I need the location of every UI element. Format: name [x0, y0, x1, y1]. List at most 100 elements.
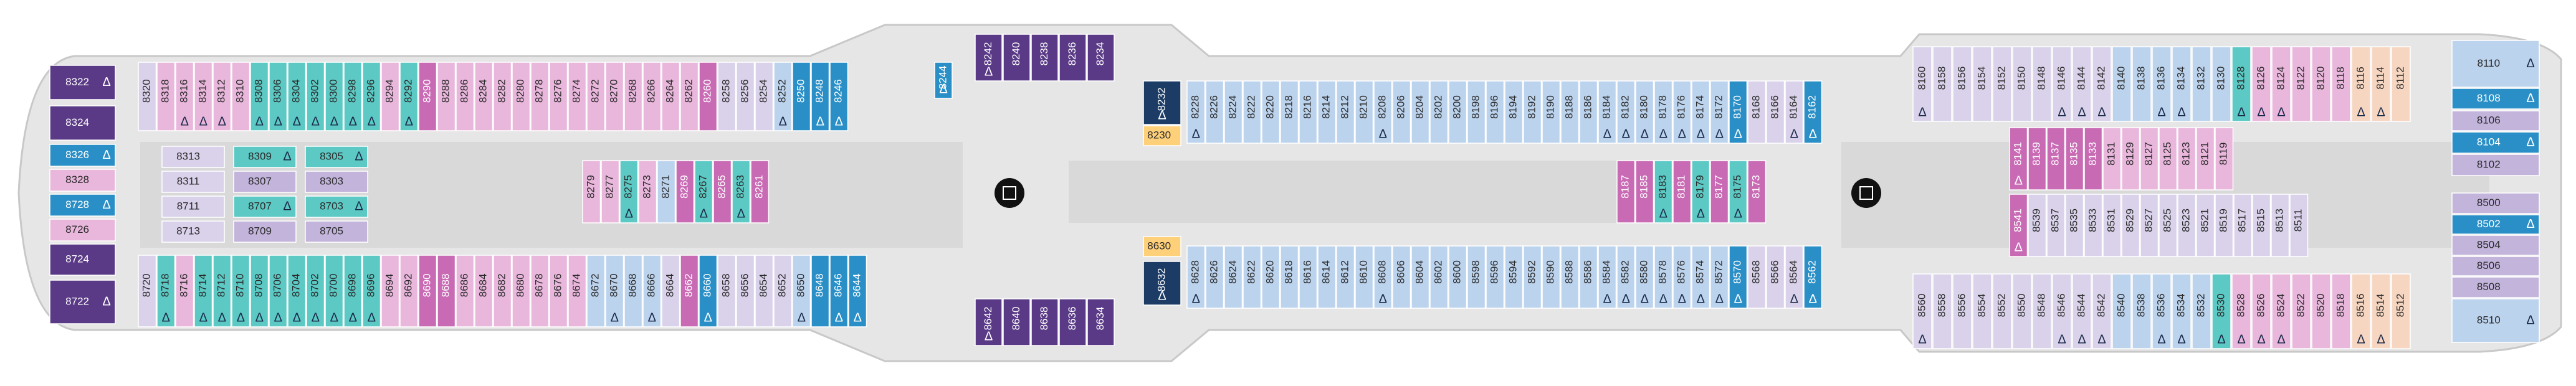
- cabin-8254[interactable]: 8254: [755, 62, 774, 131]
- cabin-8127[interactable]: 8127: [2140, 127, 2159, 191]
- cabin-8279[interactable]: 8279: [582, 160, 601, 224]
- cabin-8277[interactable]: 8277: [601, 160, 620, 224]
- cabin-8531[interactable]: 8531: [2102, 194, 2122, 257]
- cabin-8684[interactable]: 8684: [474, 255, 494, 327]
- cabin-8688[interactable]: 8688: [437, 255, 456, 327]
- cabin-8266[interactable]: 8266: [642, 62, 662, 131]
- cabin-8668[interactable]: 8668: [624, 255, 643, 327]
- cabin-8726[interactable]: 8726: [49, 219, 116, 242]
- cabin-8154[interactable]: 8154: [1972, 46, 1992, 122]
- cabin-8202[interactable]: 8202: [1429, 80, 1449, 144]
- cabin-8265[interactable]: 8265: [713, 160, 732, 224]
- cabin-8527[interactable]: 8527: [2140, 194, 2159, 257]
- cabin-8636[interactable]: 8636: [1059, 298, 1087, 346]
- cabin-8600[interactable]: 8600: [1448, 245, 1467, 309]
- cabin-8224[interactable]: 8224: [1224, 80, 1243, 144]
- cabin-8630[interactable]: 8630: [1143, 236, 1181, 257]
- cabin-8137[interactable]: 8137: [2046, 127, 2066, 191]
- cabin-8230[interactable]: 8230: [1143, 125, 1181, 146]
- cabin-8586[interactable]: 8586: [1579, 245, 1598, 309]
- cabin-8525[interactable]: 8525: [2159, 194, 2178, 257]
- cabin-8548[interactable]: 8548: [2032, 273, 2052, 349]
- cabin-8122[interactable]: 8122: [2291, 46, 2311, 122]
- cabin-8156[interactable]: 8156: [1952, 46, 1972, 122]
- cabin-8187[interactable]: 8187: [1616, 160, 1636, 224]
- cabin-8664[interactable]: 8664: [661, 255, 680, 327]
- cabin-8261[interactable]: 8261: [750, 160, 770, 224]
- cabin-8656[interactable]: 8656: [736, 255, 755, 327]
- cabin-8550[interactable]: 8550: [2012, 273, 2032, 349]
- cabin-8274[interactable]: 8274: [568, 62, 587, 131]
- cabin-8602[interactable]: 8602: [1429, 245, 1449, 309]
- cabin-8515[interactable]: 8515: [2252, 194, 2271, 257]
- cabin-8204[interactable]: 8204: [1411, 80, 1430, 144]
- cabin-8626[interactable]: 8626: [1205, 245, 1224, 309]
- cabin-8588[interactable]: 8588: [1560, 245, 1580, 309]
- cabin-8521[interactable]: 8521: [2196, 194, 2215, 257]
- cabin-8139[interactable]: 8139: [2028, 127, 2047, 191]
- cabin-8240[interactable]: 8240: [1003, 34, 1031, 82]
- cabin-8148[interactable]: 8148: [2032, 46, 2052, 122]
- cabin-8256[interactable]: 8256: [736, 62, 755, 131]
- cabin-8556[interactable]: 8556: [1952, 273, 1972, 349]
- cabin-8511[interactable]: 8511: [2289, 194, 2309, 257]
- cabin-8123[interactable]: 8123: [2177, 127, 2197, 191]
- cabin-8540[interactable]: 8540: [2112, 273, 2132, 349]
- cabin-8269[interactable]: 8269: [675, 160, 695, 224]
- cabin-8672[interactable]: 8672: [586, 255, 606, 327]
- cabin-8682[interactable]: 8682: [493, 255, 512, 327]
- cabin-8118[interactable]: 8118: [2331, 46, 2351, 122]
- cabin-8513[interactable]: 8513: [2271, 194, 2290, 257]
- cabin-8264[interactable]: 8264: [661, 62, 680, 131]
- cabin-8198[interactable]: 8198: [1467, 80, 1486, 144]
- cabin-8185[interactable]: 8185: [1635, 160, 1654, 224]
- cabin-8676[interactable]: 8676: [549, 255, 568, 327]
- cabin-8260[interactable]: 8260: [699, 62, 718, 131]
- cabin-8303[interactable]: 8303: [305, 171, 368, 193]
- cabin-8168[interactable]: 8168: [1747, 80, 1767, 144]
- cabin-8210[interactable]: 8210: [1355, 80, 1374, 144]
- cabin-8654[interactable]: 8654: [755, 255, 774, 327]
- cabin-8535[interactable]: 8535: [2065, 194, 2084, 257]
- cabin-8214[interactable]: 8214: [1317, 80, 1337, 144]
- cabin-8276[interactable]: 8276: [549, 62, 568, 131]
- cabin-8307[interactable]: 8307: [233, 171, 297, 193]
- cabin-8290[interactable]: 8290: [418, 62, 437, 131]
- cabin-8166[interactable]: 8166: [1766, 80, 1785, 144]
- cabin-8324[interactable]: 8324: [49, 105, 116, 141]
